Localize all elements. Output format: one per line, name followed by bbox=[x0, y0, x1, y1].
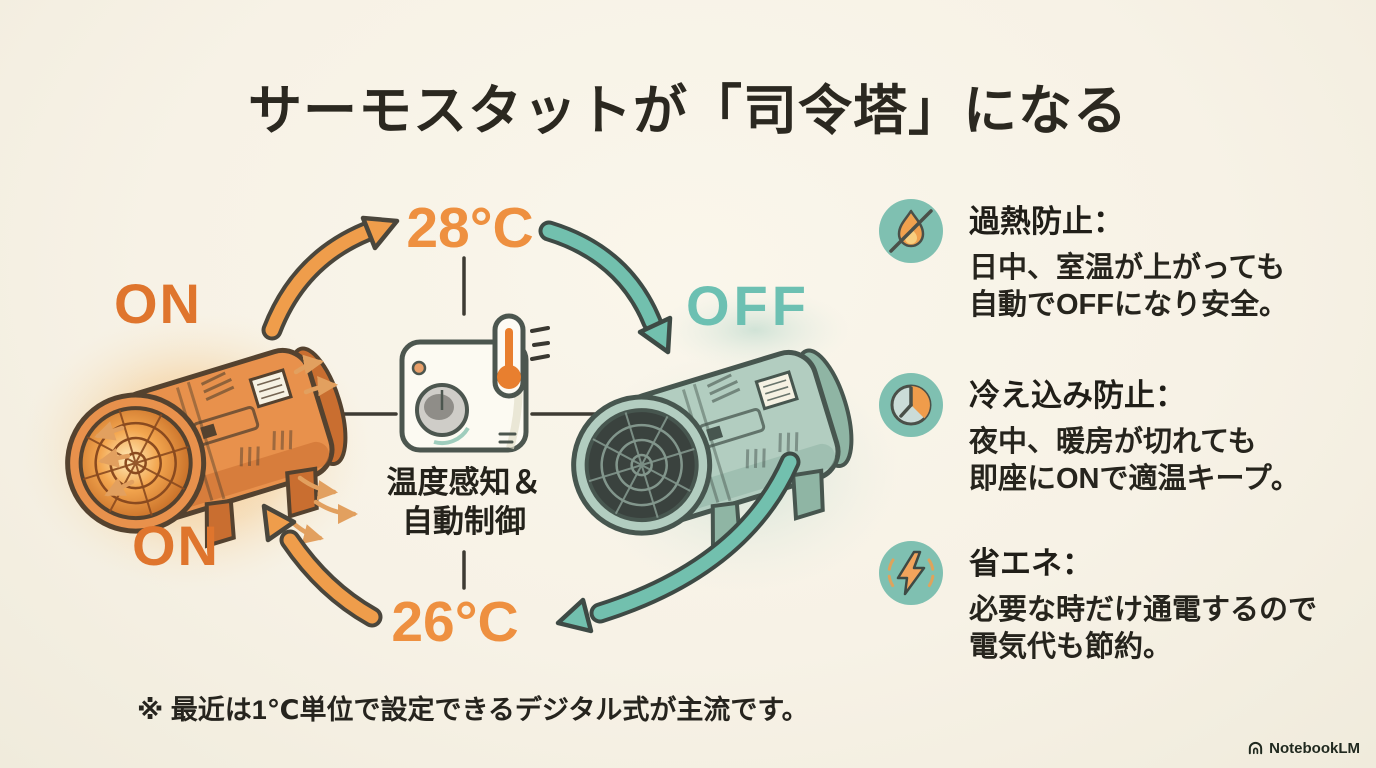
benefit-line: 夜中、暖房が切れても bbox=[969, 426, 1257, 458]
flame-off-icon bbox=[878, 198, 944, 264]
benefit-line: 必要な時だけ通電するので bbox=[969, 594, 1318, 626]
on-label-top: ON bbox=[114, 272, 202, 335]
temp-26-label: 26°C bbox=[391, 590, 519, 654]
temp-28-label: 28°C bbox=[406, 196, 534, 260]
benefit-item-cold: 冷え込み防止： 夜中、暖房が切れても 即座にONで適温キープ。 bbox=[878, 370, 1300, 498]
benefit-line: 電気代も節約。 bbox=[969, 631, 1173, 664]
benefit-line: 自動でOFFになり安全。 bbox=[969, 289, 1288, 322]
center-caption: 温度感知＆ 自動制御 bbox=[352, 464, 576, 542]
benefit-item-overheat: 過熱防止： 日中、室温が上がっても 自動でOFFになり安全。 bbox=[878, 196, 1288, 324]
benefit-title: 過熱防止： bbox=[969, 204, 1124, 239]
footnote: ※ 最近は1℃単位で設定できるデジタル式が主流です。 bbox=[137, 695, 809, 725]
notebooklm-logo-icon bbox=[1249, 741, 1263, 755]
clock-icon bbox=[878, 372, 944, 438]
thermostat-icon bbox=[399, 313, 550, 453]
center-caption-line2: 自動制御 bbox=[402, 503, 526, 539]
benefit-line: 即座にONで適温キープ。 bbox=[969, 463, 1300, 496]
benefit-item-energy: 省エネ： 必要な時だけ通電するので 電気代も節約。 bbox=[878, 538, 1317, 666]
cycle-arrow-off-to-26 bbox=[555, 451, 801, 634]
cycle-arrow-on-to-28 bbox=[261, 215, 400, 341]
cycle-arrow-28-to-off bbox=[538, 220, 673, 355]
benefit-title: 省エネ： bbox=[969, 546, 1093, 581]
heat-arrows bbox=[94, 354, 359, 544]
on-label-bottom: ON bbox=[132, 514, 220, 577]
benefit-line: 日中、室温が上がっても bbox=[969, 252, 1286, 284]
benefit-title: 冷え込み防止： bbox=[969, 378, 1186, 413]
lightning-icon bbox=[878, 540, 944, 606]
center-caption-line1: 温度感知＆ bbox=[386, 465, 542, 500]
notebooklm-brand: NotebookLM bbox=[1247, 740, 1360, 757]
cycle-arrow-26-to-on bbox=[261, 503, 383, 628]
notebooklm-brand-text: NotebookLM bbox=[1269, 740, 1360, 757]
page-title: サーモスタットが「司令塔」になる bbox=[248, 81, 1128, 141]
off-label: OFF bbox=[686, 274, 810, 337]
